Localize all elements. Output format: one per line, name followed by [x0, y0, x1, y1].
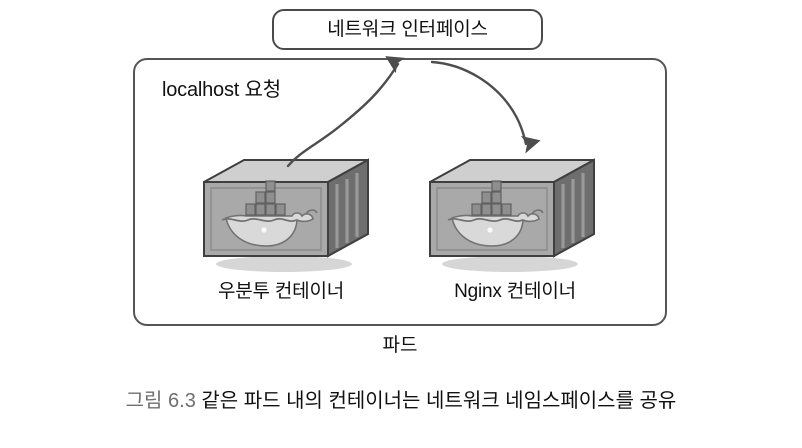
localhost-request-label: localhost 요청: [162, 79, 281, 101]
docker-container-icon-ubuntu: [203, 158, 369, 272]
nginx-container-label: Nginx 컨테이너: [454, 281, 576, 302]
network-interface-label: 네트워크 인터페이스: [327, 19, 488, 40]
figure-caption-number: 그림 6.3: [125, 390, 196, 412]
pod-label: 파드: [382, 335, 418, 356]
docker-whale-logo: [221, 180, 318, 247]
docker-container-icon-nginx: [429, 158, 595, 272]
figure-caption: 그림 6.3 같은 파드 내의 컨테이너는 네트워크 네임스페이스를 공유: [0, 389, 802, 413]
figure-caption-text: 같은 파드 내의 컨테이너는 네트워크 네임스페이스를 공유: [201, 390, 677, 412]
network-interface-box: 네트워크 인터페이스: [272, 9, 543, 50]
ubuntu-container-label: 우분투 컨테이너: [217, 281, 345, 302]
docker-whale-logo: [447, 180, 544, 247]
